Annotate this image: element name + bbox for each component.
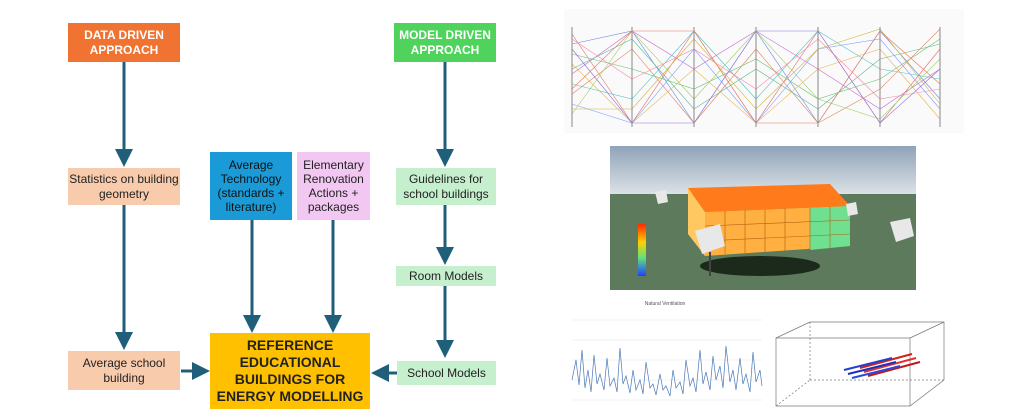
model-driven-approach-box: MODEL DRIVEN APPROACH (394, 23, 496, 62)
parallel-coordinates-plot (564, 9, 964, 133)
school-models-box: School Models (397, 361, 496, 385)
building-3d-image (610, 146, 916, 290)
room-airflow-image (775, 321, 945, 407)
average-technology-box: Average Technology (standards + literatu… (210, 152, 292, 220)
room-models-box: Room Models (396, 266, 496, 286)
ventilation-line-image (571, 319, 763, 401)
natural-ventilation-chart: Natural Ventilation (564, 300, 766, 412)
guidelines-box: Guidelines for school buildings (396, 168, 496, 205)
data-driven-approach-box: DATA DRIVEN APPROACH (68, 23, 180, 62)
reference-buildings-box: REFERENCE EDUCATIONAL BUILDINGS FOR ENER… (210, 333, 370, 409)
average-school-building-box: Average school building (68, 351, 180, 390)
parallel-coordinates-image (571, 27, 941, 127)
building-3d-render (610, 146, 916, 290)
ventilation-chart-title: Natural Ventilation (644, 301, 686, 307)
statistics-box: Statistics on building geometry (68, 168, 180, 205)
room-airflow-render (772, 320, 948, 412)
renovation-actions-box: Elementary Renovation Actions + packages (297, 152, 370, 220)
